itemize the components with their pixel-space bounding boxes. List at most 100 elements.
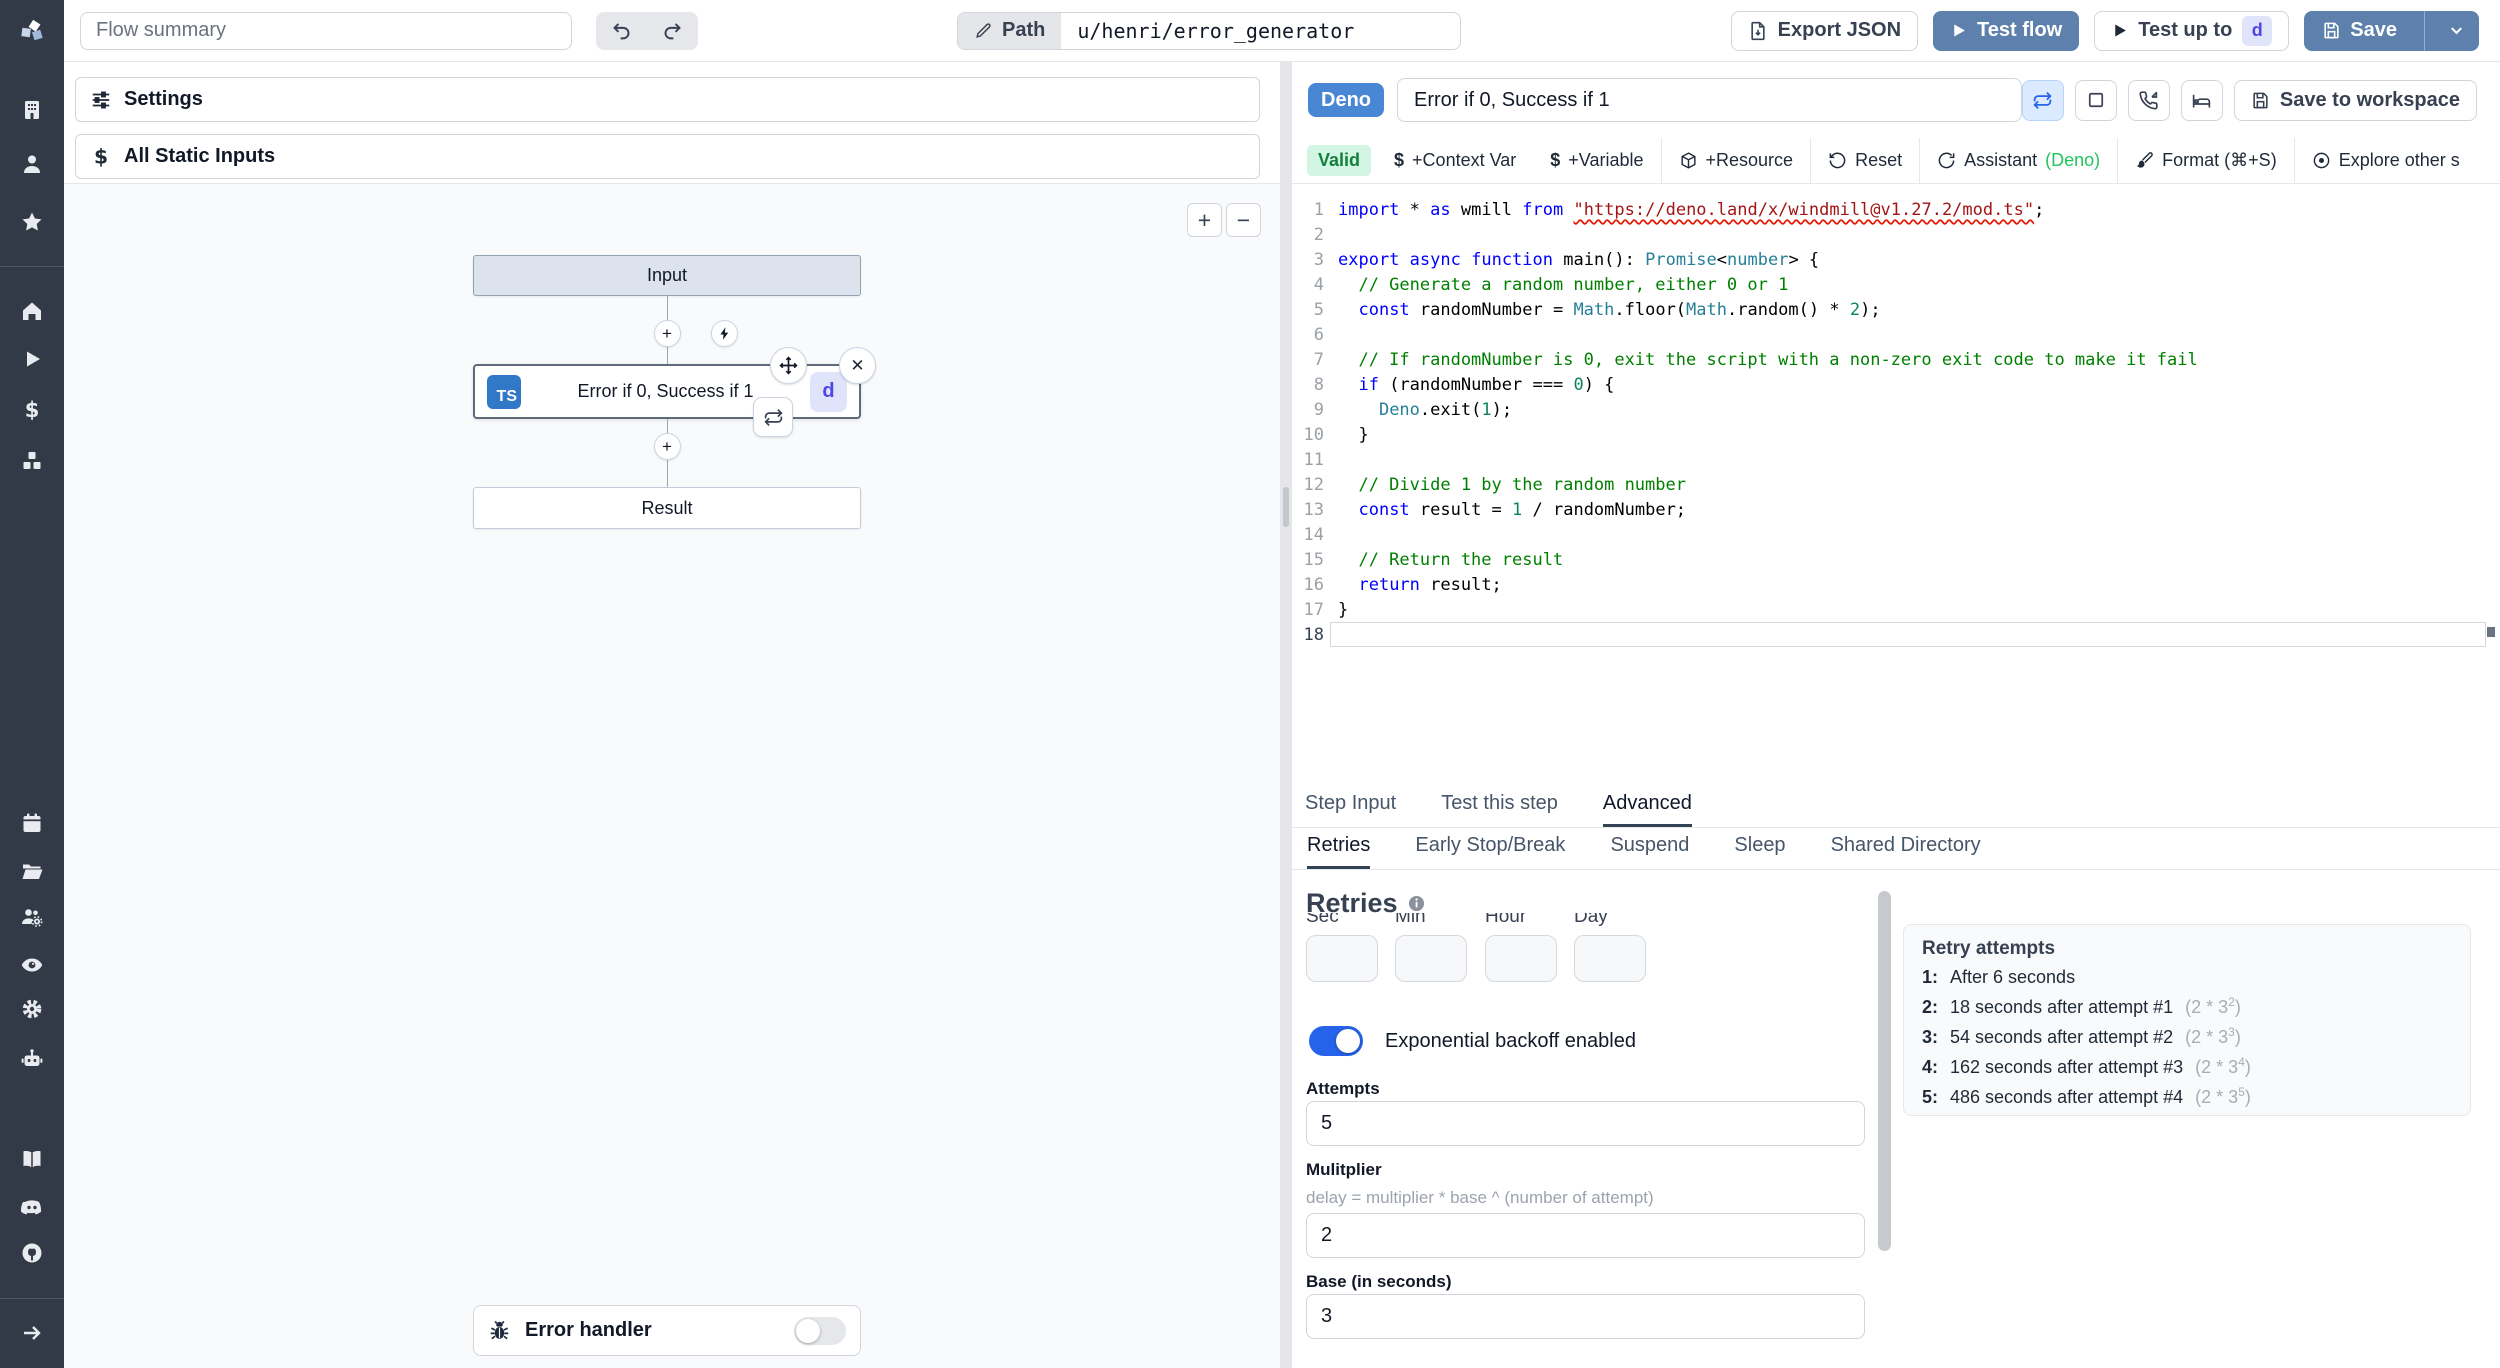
subtab-early-stop[interactable]: Early Stop/Break bbox=[1415, 834, 1566, 856]
tab-step-input[interactable]: Step Input bbox=[1305, 792, 1397, 814]
code-line[interactable]: Deno.exit(1); bbox=[1378, 400, 1513, 420]
save-dropdown-button[interactable] bbox=[2435, 21, 2478, 40]
stop-early-button[interactable] bbox=[2074, 79, 2117, 121]
windmill-logo-icon[interactable] bbox=[19, 17, 46, 44]
test-up-to-button[interactable]: Test up to d bbox=[2094, 10, 2290, 51]
dollar-icon: $ bbox=[1550, 150, 1561, 170]
tab-advanced[interactable]: Advanced bbox=[1602, 792, 1692, 827]
trigger-lightning-button[interactable] bbox=[711, 320, 738, 347]
add-step-button[interactable]: + bbox=[653, 433, 681, 460]
tab-test-this-step[interactable]: Test this step bbox=[1441, 792, 1558, 814]
base-input[interactable]: 3 bbox=[1306, 1294, 1865, 1339]
code-line[interactable] bbox=[1338, 223, 2490, 248]
add-resource-button[interactable]: +Resource bbox=[1662, 138, 1811, 184]
code-line[interactable]: return result; bbox=[1358, 575, 1502, 595]
sleep-bed-button[interactable] bbox=[2180, 79, 2223, 121]
code-line[interactable]: // If randomNumber is 0, exit the script… bbox=[1338, 350, 2198, 370]
workers-robot-icon[interactable] bbox=[20, 1047, 44, 1071]
step-name-input[interactable]: Error if 0, Success if 1 bbox=[1397, 78, 2022, 122]
error-handler-row[interactable]: Error handler bbox=[473, 1305, 861, 1356]
expand-arrow-icon[interactable] bbox=[20, 1321, 44, 1345]
flow-summary-input[interactable]: Flow summary bbox=[80, 11, 572, 50]
groups-users-gear-icon[interactable] bbox=[20, 905, 44, 929]
info-icon[interactable] bbox=[1407, 894, 1426, 913]
save-to-workspace-button[interactable]: Save to workspace bbox=[2233, 79, 2477, 121]
code-line[interactable] bbox=[1338, 623, 2490, 648]
path-field[interactable]: Path u/henri/error_generator bbox=[957, 11, 1461, 50]
save-button[interactable]: Save bbox=[2305, 19, 2414, 42]
min-label: Min bbox=[1395, 913, 1426, 927]
variables-dollar-icon[interactable]: $ bbox=[20, 398, 44, 422]
workspace-building-icon[interactable] bbox=[20, 98, 44, 122]
assistant-button[interactable]: Assistant (Deno) bbox=[1920, 138, 2117, 184]
result-node[interactable]: Result bbox=[473, 487, 861, 529]
code-line[interactable]: // Divide 1 by the random number bbox=[1338, 475, 1686, 495]
sec-input[interactable] bbox=[1306, 935, 1378, 982]
move-step-button[interactable] bbox=[770, 347, 807, 384]
user-icon[interactable] bbox=[20, 152, 44, 176]
code-line[interactable]: if (randomNumber === 0) { bbox=[1358, 375, 1615, 395]
subtab-shared-directory[interactable]: Shared Directory bbox=[1830, 834, 1981, 856]
retries-active-button[interactable] bbox=[2021, 79, 2064, 121]
favorites-star-icon[interactable] bbox=[20, 210, 44, 234]
line-number: 12 bbox=[1303, 475, 1324, 495]
code-line[interactable]: // Generate a random number, either 0 or… bbox=[1338, 275, 1789, 295]
zoom-in-button[interactable]: + bbox=[1187, 203, 1222, 237]
suspend-phone-button[interactable] bbox=[2127, 79, 2170, 121]
flow-settings-row[interactable]: Settings bbox=[75, 77, 1260, 122]
code-line[interactable]: const randomNumber = Math.floor(Math.ran… bbox=[1358, 300, 1881, 320]
code-line[interactable]: export async function main(): Promise<nu… bbox=[1338, 250, 1820, 270]
resources-boxes-icon[interactable] bbox=[20, 449, 44, 473]
settings-gear-icon[interactable] bbox=[20, 997, 44, 1021]
github-icon[interactable] bbox=[20, 1241, 44, 1265]
runs-play-icon[interactable] bbox=[20, 347, 44, 371]
audit-eye-icon[interactable] bbox=[20, 953, 44, 977]
delete-step-button[interactable]: ✕ bbox=[839, 347, 876, 384]
code-line[interactable] bbox=[1338, 323, 2490, 348]
undo-button[interactable] bbox=[596, 12, 647, 50]
code-line[interactable]: } bbox=[1338, 425, 1369, 445]
input-node[interactable]: Input bbox=[473, 255, 861, 296]
flow-canvas[interactable]: + − Input + TS Error if 0, Success if 1 … bbox=[64, 183, 1280, 1368]
zoom-out-button[interactable]: − bbox=[1226, 203, 1261, 237]
export-json-button[interactable]: Export JSON bbox=[1730, 10, 1919, 51]
code-line[interactable]: import * as wmill from "https://deno.lan… bbox=[1338, 200, 2045, 220]
day-input[interactable] bbox=[1574, 935, 1646, 982]
attempts-input[interactable]: 5 bbox=[1306, 1101, 1865, 1146]
panel-splitter[interactable] bbox=[1280, 62, 1292, 1368]
add-context-var-button[interactable]: $ +Context Var bbox=[1377, 138, 1533, 184]
add-step-button[interactable]: + bbox=[653, 320, 681, 347]
step-node-error-if-0[interactable]: TS Error if 0, Success if 1 d ✕ bbox=[473, 347, 876, 437]
code-line[interactable]: const result = 1 / randomNumber; bbox=[1358, 500, 1687, 520]
docs-book-icon[interactable] bbox=[20, 1147, 44, 1171]
code-line[interactable]: // Return the result bbox=[1338, 550, 1564, 570]
form-scrollbar[interactable] bbox=[1878, 891, 1891, 1251]
all-static-inputs-row[interactable]: $ All Static Inputs bbox=[75, 134, 1260, 179]
code-line[interactable] bbox=[1338, 448, 2490, 473]
schedules-calendar-icon[interactable] bbox=[20, 811, 44, 835]
format-button[interactable]: Format (⌘+S) bbox=[2118, 138, 2294, 184]
subtab-sleep[interactable]: Sleep bbox=[1734, 834, 1786, 856]
exponential-backoff-toggle[interactable] bbox=[1309, 1026, 1363, 1056]
hour-input[interactable] bbox=[1485, 935, 1557, 982]
min-input[interactable] bbox=[1395, 935, 1467, 982]
home-icon[interactable] bbox=[20, 299, 44, 323]
explore-scripts-button[interactable]: Explore other s bbox=[2295, 138, 2477, 184]
code-line[interactable]: } bbox=[1338, 600, 1349, 620]
retry-loop-indicator-button[interactable] bbox=[753, 397, 793, 437]
test-flow-button[interactable]: Test flow bbox=[1933, 10, 2080, 51]
path-value[interactable]: u/henri/error_generator bbox=[1061, 12, 1371, 49]
subtab-retries[interactable]: Retries bbox=[1307, 834, 1371, 869]
toolbar-separator bbox=[2117, 137, 2119, 184]
folders-icon[interactable] bbox=[20, 859, 44, 883]
reset-button[interactable]: Reset bbox=[1811, 138, 1919, 184]
code-line[interactable] bbox=[1338, 523, 2490, 548]
subtab-suspend[interactable]: Suspend bbox=[1610, 834, 1690, 856]
retry-hour-field: Hour bbox=[1485, 913, 1557, 982]
multiplier-input[interactable]: 2 bbox=[1306, 1213, 1865, 1258]
discord-icon[interactable] bbox=[20, 1195, 44, 1219]
error-handler-toggle[interactable] bbox=[794, 1316, 846, 1345]
add-variable-button[interactable]: $ +Variable bbox=[1533, 138, 1660, 184]
redo-button[interactable] bbox=[647, 12, 698, 50]
